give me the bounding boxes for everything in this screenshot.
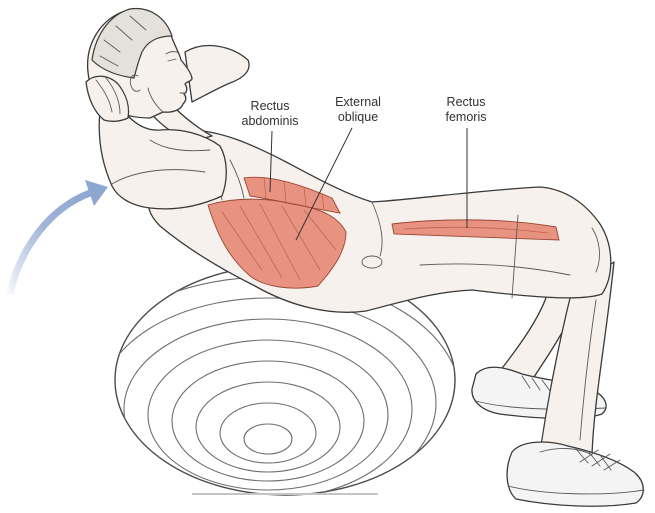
far-arm xyxy=(185,46,249,102)
motion-arrow-shaft xyxy=(10,193,90,294)
label-line: External xyxy=(335,95,381,109)
label-line: abdominis xyxy=(242,114,299,128)
label-external-oblique: External oblique xyxy=(335,95,381,124)
near-sneaker xyxy=(507,442,643,506)
label-rectus-femoris: Rectus femoris xyxy=(446,95,487,124)
motion-arrow-icon xyxy=(10,180,108,294)
label-line: femoris xyxy=(446,110,487,124)
label-rectus-abdominis: Rectus abdominis xyxy=(242,99,299,128)
label-line: Rectus xyxy=(251,99,290,113)
label-line: oblique xyxy=(338,110,378,124)
label-line: Rectus xyxy=(447,95,486,109)
